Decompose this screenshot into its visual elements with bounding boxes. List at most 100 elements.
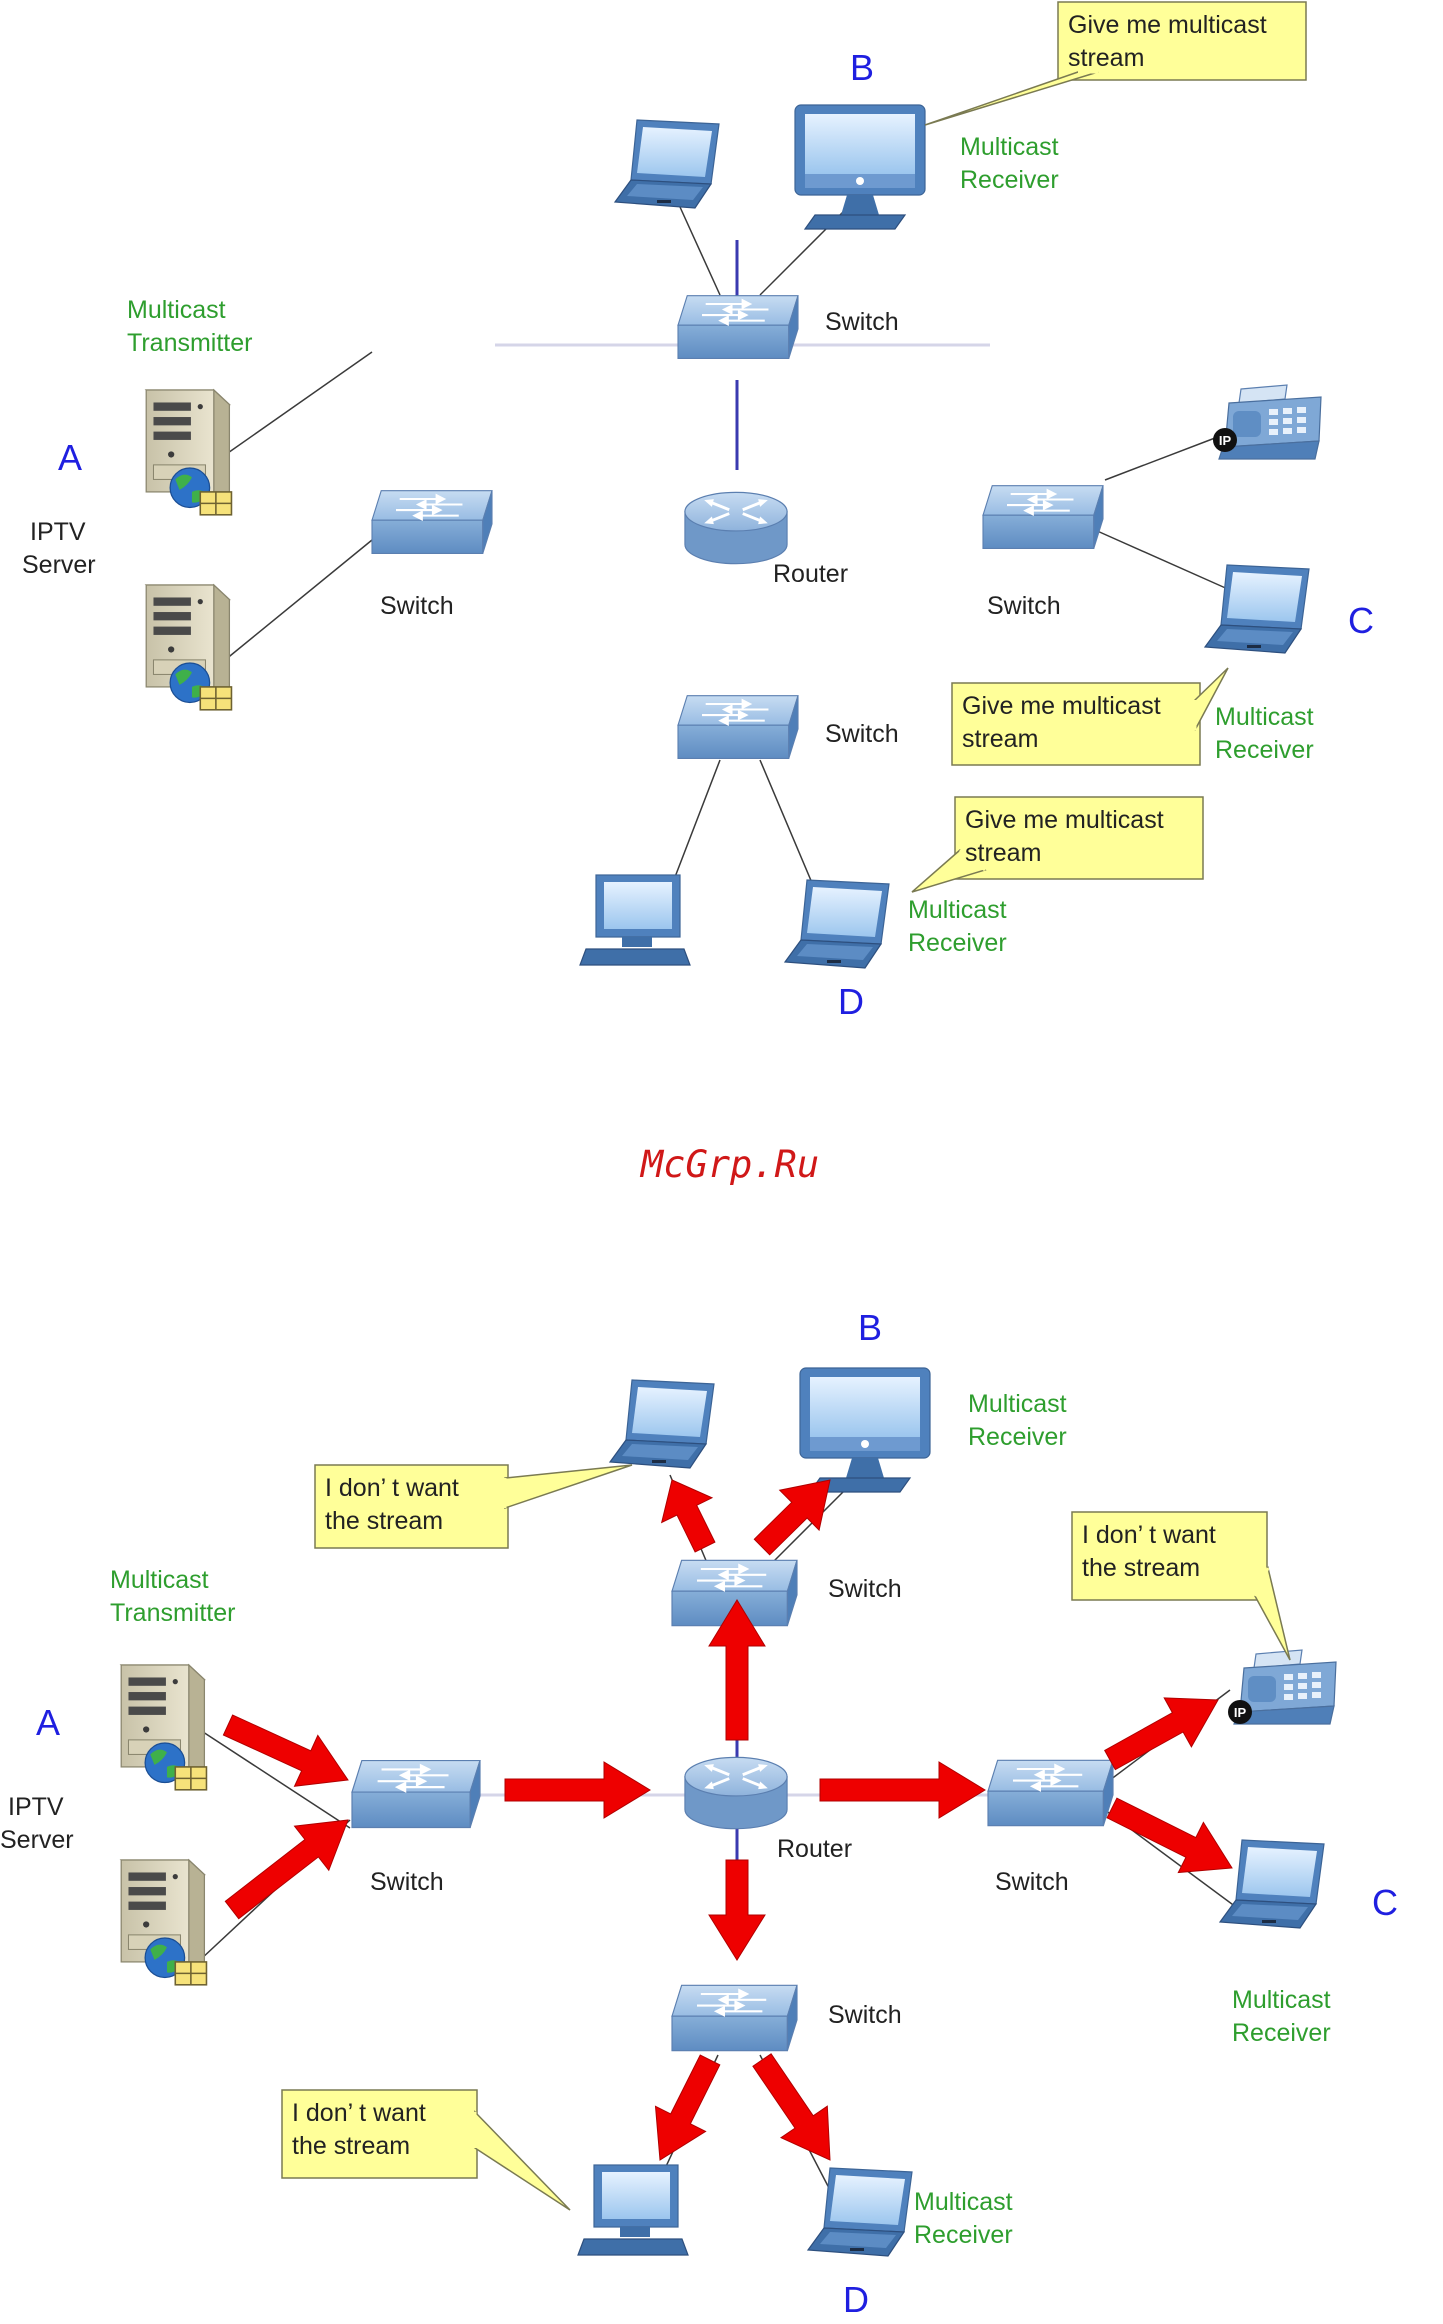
- bot-laptop-d: [807, 2167, 913, 2257]
- top-server-2: [145, 584, 233, 711]
- bot-ip-badge-bg: [1228, 1700, 1252, 1724]
- watermark: McGrp.Ru: [639, 1143, 819, 1186]
- bot-bubble-b-line2: the stream: [325, 1507, 443, 1535]
- bot-arrow-switch-router: [504, 1761, 651, 1819]
- bot-switch-bottom: [670, 1984, 799, 2052]
- bot-arrow-router-switch-bottom: [708, 1859, 766, 1961]
- top-laptop-b: [614, 119, 720, 209]
- bot-arrow-server1-switch: [222, 1714, 349, 1787]
- bot-ip-badge-text: IP: [1234, 1705, 1247, 1720]
- top-laptop-d: [784, 879, 890, 969]
- bot-bubble-c-line1: I don’ t want: [1082, 1521, 1216, 1549]
- bot-letter-a: A: [36, 1702, 60, 1743]
- bot-link-imac-b: [764, 1479, 856, 1571]
- top-ip-badge-bg: [1213, 428, 1237, 452]
- bot-bubble-d-line1: I don’ t want: [292, 2099, 426, 2127]
- top-bubble-b: [1057, 1, 1307, 81]
- bot-letter-c: C: [1372, 1882, 1398, 1923]
- bot-label-transmitter-line1: Multicast: [110, 1566, 209, 1594]
- bot-letter-d: D: [843, 2279, 869, 2320]
- top-switch-bottom: [676, 694, 800, 760]
- top-label-switch-bottom: Switch: [825, 720, 899, 748]
- bot-arrow-switch-laptop-d: [752, 2053, 831, 2161]
- top-label-transmitter-line2: Transmitter: [127, 329, 252, 357]
- top-label-switch-left: Switch: [380, 592, 454, 620]
- bot-label-receiver-b-line1: Multicast: [968, 1390, 1067, 1418]
- bot-link-server1: [199, 1729, 351, 1829]
- top-bubble-c-line2: stream: [962, 725, 1038, 753]
- bot-arrow-router-switch-top: [708, 1599, 766, 1741]
- top-link-laptop-b: [679, 206, 721, 296]
- bot-label-receiver-c-line2: Receiver: [1232, 2019, 1331, 2047]
- bot-arrow-switch-laptop-c: [1106, 1797, 1233, 1874]
- bot-label-switch-bottom: Switch: [828, 2001, 902, 2029]
- bot-bubble-c-line2: the stream: [1082, 1554, 1200, 1582]
- top-label-receiver-d-line1: Multicast: [908, 896, 1007, 924]
- top-label-switch-top: Switch: [825, 308, 899, 336]
- bot-bubble-d-tail: [474, 2110, 571, 2211]
- bot-bubble-d-line2: the stream: [292, 2132, 410, 2160]
- top-ipphone-c: [1218, 384, 1322, 460]
- top-link-server2: [224, 539, 373, 661]
- top-switch-top: [676, 294, 800, 360]
- bot-bubble-b-tail: [504, 1464, 633, 1510]
- bot-arrow-switch-desktop-d: [654, 2054, 721, 2161]
- bot-desktop-d: [577, 2164, 689, 2256]
- top-bubble-d-line2: stream: [965, 839, 1041, 867]
- top-bubble-c: [951, 682, 1201, 766]
- top-label-receiver-b-line2: Receiver: [960, 166, 1059, 194]
- top-bubble-b-line2: stream: [1068, 44, 1144, 72]
- bot-label-switch-left: Switch: [370, 1868, 444, 1896]
- bot-label-server: Server: [0, 1826, 74, 1854]
- bot-laptop-b: [609, 1379, 715, 1469]
- top-router: [683, 490, 789, 566]
- bot-label-receiver-d-line1: Multicast: [914, 2188, 1013, 2216]
- top-desktop-d: [579, 874, 691, 966]
- bot-arrow-router-switch-right: [819, 1761, 986, 1819]
- top-server-1: [145, 389, 233, 516]
- bot-label-receiver-d-line2: Receiver: [914, 2221, 1013, 2249]
- top-label-receiver-c-line1: Multicast: [1215, 703, 1314, 731]
- bot-switch-left: [350, 1759, 482, 1829]
- bot-arrow-switch-imac-b: [753, 1479, 831, 1556]
- top-bubble-d-tail-join: [959, 848, 986, 872]
- bot-bubble-b-line1: I don’ t want: [325, 1474, 459, 1502]
- bot-arrow-switch-laptop-b: [660, 1479, 716, 1553]
- bot-server-2: [120, 1859, 208, 1986]
- top-label-iptv: IPTV: [30, 518, 86, 546]
- top-imac-b: [794, 104, 926, 230]
- top-label-receiver-b-line1: Multicast: [960, 133, 1059, 161]
- top-letter-b: B: [850, 47, 874, 88]
- bot-bubble-b: [314, 1464, 509, 1549]
- bot-imac-b: [799, 1367, 931, 1493]
- bot-label-receiver-c-line1: Multicast: [1232, 1986, 1331, 2014]
- top-link-desktop-d: [669, 759, 721, 891]
- top-label-receiver-d-line2: Receiver: [908, 929, 1007, 957]
- top-label-receiver-c-line2: Receiver: [1215, 736, 1314, 764]
- bot-router: [683, 1755, 789, 1831]
- bot-laptop-c: [1219, 1839, 1325, 1929]
- top-laptop-c: [1204, 564, 1310, 654]
- top-label-server: Server: [22, 551, 96, 579]
- top-bubble-d: [954, 796, 1204, 880]
- top-bubble-c-line1: Give me multicast: [962, 692, 1161, 720]
- top-link-laptop-d: [759, 759, 816, 891]
- top-ip-badge-text: IP: [1219, 433, 1232, 448]
- bot-server-1: [120, 1664, 208, 1791]
- bot-label-iptv: IPTV: [8, 1793, 64, 1821]
- top-link-phone-c: [1104, 437, 1216, 481]
- bot-bubble-c-tail-join: [1253, 1567, 1270, 1597]
- top-label-switch-right: Switch: [987, 592, 1061, 620]
- top-switch-left: [370, 489, 494, 555]
- top-bubble-d-line1: Give me multicast: [965, 806, 1164, 834]
- top-bubble-b-tail: [924, 71, 1099, 126]
- top-link-server1: [224, 351, 373, 456]
- bot-label-switch-top: Switch: [828, 1575, 902, 1603]
- bot-bubble-d: [281, 2089, 478, 2179]
- bot-label-router: Router: [777, 1835, 852, 1863]
- top-letter-d: D: [838, 981, 864, 1022]
- bot-arrow-switch-phone-c: [1104, 1697, 1219, 1771]
- top-bubble-b-line1: Give me multicast: [1068, 11, 1267, 39]
- bot-arrow-server2-switch: [224, 1819, 349, 1920]
